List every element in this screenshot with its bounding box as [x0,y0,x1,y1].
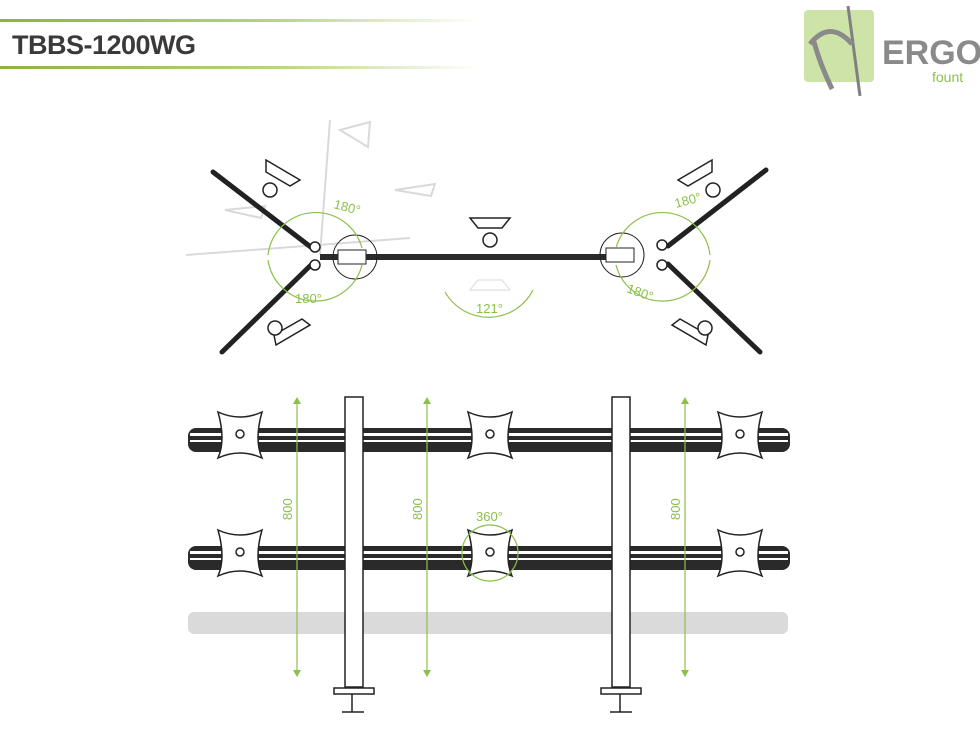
left-clamp-circle [332,234,378,280]
angle-label-center-tilt: 121° [476,301,503,316]
height-label-right: 800 [668,498,683,520]
rotation-label-360: 360° [476,509,503,524]
extension-arms [210,167,769,355]
svg-text:ERGO: ERGO [882,34,980,72]
vesa-heads-top [262,158,721,347]
header-rule-top [0,19,480,22]
center-crossbar [320,254,620,260]
angle-label-upper-left: 180° [332,196,362,217]
svg-text:fount: fount [932,69,963,85]
height-arrows [293,397,689,677]
ghost-lower-bar [188,612,788,634]
page-title: TBBS-1200WG [12,30,196,60]
angle-label-lower-right: 180° [625,281,655,304]
ghost-arm-positions [185,119,437,256]
rotation-arcs-top [267,211,711,318]
top-view: 180° 180° 180° 180° 121° [185,119,769,355]
vertical-posts [333,396,642,713]
vesa-plates-front [216,410,764,578]
front-view: 800 800 800 360° [188,396,790,713]
height-label-center: 800 [410,498,425,520]
angle-label-lower-left: 180° [295,291,322,306]
height-label-left: 800 [280,498,295,520]
angle-label-upper-right: 180° [673,189,703,210]
ghost-tilted-head [468,279,512,291]
ergofount-logo: ERGO fount [804,5,980,96]
right-clamp-circle [599,232,645,278]
arm-joints [309,239,668,271]
header-rule-bottom [0,66,480,69]
rotation-circle-360 [461,524,519,582]
